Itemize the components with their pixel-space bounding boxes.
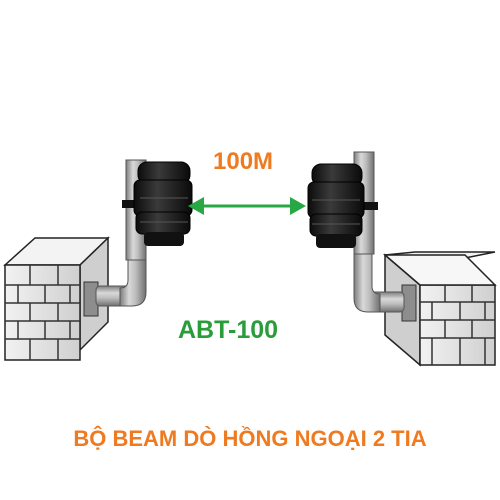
right-wall xyxy=(382,251,497,367)
left-sensor-icon xyxy=(133,161,193,246)
model-label: ABT-100 xyxy=(178,316,279,344)
left-wall xyxy=(3,236,110,361)
double-arrow-icon xyxy=(188,197,306,215)
product-headline: BỘ BEAM DÒ HỒNG NGOẠI 2 TIA xyxy=(73,426,427,451)
right-sensor-icon xyxy=(307,163,365,248)
range-label: 100M xyxy=(213,148,274,175)
